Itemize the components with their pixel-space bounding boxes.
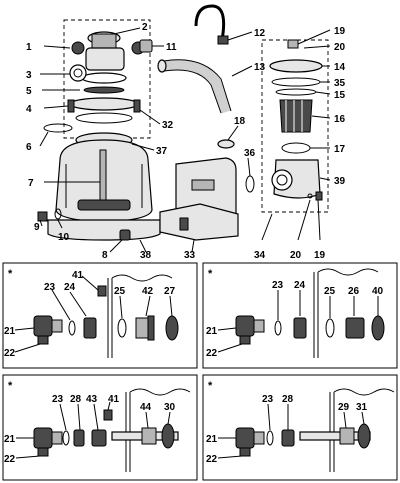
label-7: 7 (28, 178, 34, 189)
p4-label-31: 31 (356, 402, 368, 413)
label-35: 35 (334, 78, 346, 89)
hose-12 (194, 4, 229, 45)
p1-label-25: 25 (114, 286, 126, 297)
p4-label-21: 21 (206, 434, 218, 445)
p1-label-21: 21 (4, 326, 16, 337)
label-1: 1 (26, 42, 32, 53)
label-5: 5 (26, 86, 32, 97)
pump-motor (159, 157, 239, 241)
p4-label-22: 22 (206, 454, 218, 465)
panel-2: * 23 24 25 26 40 21 22 (202, 262, 398, 369)
o-ring-36 (245, 175, 255, 193)
top-labels: 1 2 3 4 5 6 7 8 9 10 11 12 13 14 15 16 1… (26, 22, 346, 261)
label-19b: 19 (314, 250, 326, 261)
label-15: 15 (334, 90, 346, 101)
label-10: 10 (58, 232, 70, 243)
label-17: 17 (334, 144, 346, 155)
pump-housing-assembly (261, 39, 329, 213)
panel-3-star: * (8, 380, 13, 392)
p4-label-29: 29 (338, 402, 350, 413)
label-32: 32 (162, 120, 174, 131)
label-37: 37 (156, 146, 168, 157)
label-4: 4 (26, 104, 32, 115)
label-12: 12 (254, 28, 266, 39)
p3-label-22: 22 (4, 454, 16, 465)
p4-label-28: 28 (282, 394, 294, 405)
panel-3: * 23 28 43 41 44 30 21 22 (2, 374, 198, 481)
p2-label-23: 23 (272, 280, 284, 291)
p1-label-22: 22 (4, 348, 16, 359)
p2-label-22: 22 (206, 348, 218, 359)
panel-1: * 41 23 24 25 42 27 (2, 262, 198, 369)
label-36: 36 (244, 148, 256, 159)
p2-label-21: 21 (206, 326, 218, 337)
part-18 (217, 139, 235, 149)
p1-label-42: 42 (142, 286, 154, 297)
p3-label-30: 30 (164, 402, 176, 413)
p1-label-41: 41 (72, 270, 84, 281)
p3-label-28: 28 (70, 394, 82, 405)
label-3: 3 (26, 70, 32, 81)
p2-label-25: 25 (324, 286, 336, 297)
label-33: 33 (184, 250, 196, 261)
p2-label-40: 40 (372, 286, 384, 297)
filter-tank-assembly (37, 19, 161, 241)
label-18: 18 (234, 116, 246, 127)
label-39: 39 (334, 176, 346, 187)
panel-2-star: * (208, 268, 213, 280)
label-14: 14 (334, 62, 346, 73)
leader-lines (39, 27, 331, 253)
label-6: 6 (26, 142, 32, 153)
label-38: 38 (140, 250, 152, 261)
p3-label-21: 21 (4, 434, 16, 445)
label-20: 20 (334, 42, 346, 53)
p2-label-24: 24 (294, 280, 306, 291)
label-2: 2 (142, 22, 148, 33)
p3-label-44: 44 (140, 402, 152, 413)
p1-label-27: 27 (164, 286, 176, 297)
label-16: 16 (334, 114, 346, 125)
panel-4-star: * (208, 380, 213, 392)
p4-label-23: 23 (262, 394, 274, 405)
label-9: 9 (34, 222, 40, 233)
p1-label-24: 24 (64, 282, 76, 293)
p3-label-41: 41 (108, 394, 120, 405)
p3-label-43: 43 (86, 394, 98, 405)
panel-4: * 23 28 29 31 21 22 (202, 374, 398, 481)
hose-13 (157, 59, 232, 114)
label-34: 34 (254, 250, 266, 261)
label-19: 19 (334, 26, 346, 37)
label-13: 13 (254, 62, 266, 73)
panel-1-star: * (8, 268, 13, 280)
p3-label-23: 23 (52, 394, 64, 405)
label-20b: 20 (290, 250, 302, 261)
label-11: 11 (166, 42, 177, 53)
label-8: 8 (102, 250, 108, 261)
p2-label-26: 26 (348, 286, 360, 297)
p1-label-23: 23 (44, 282, 56, 293)
